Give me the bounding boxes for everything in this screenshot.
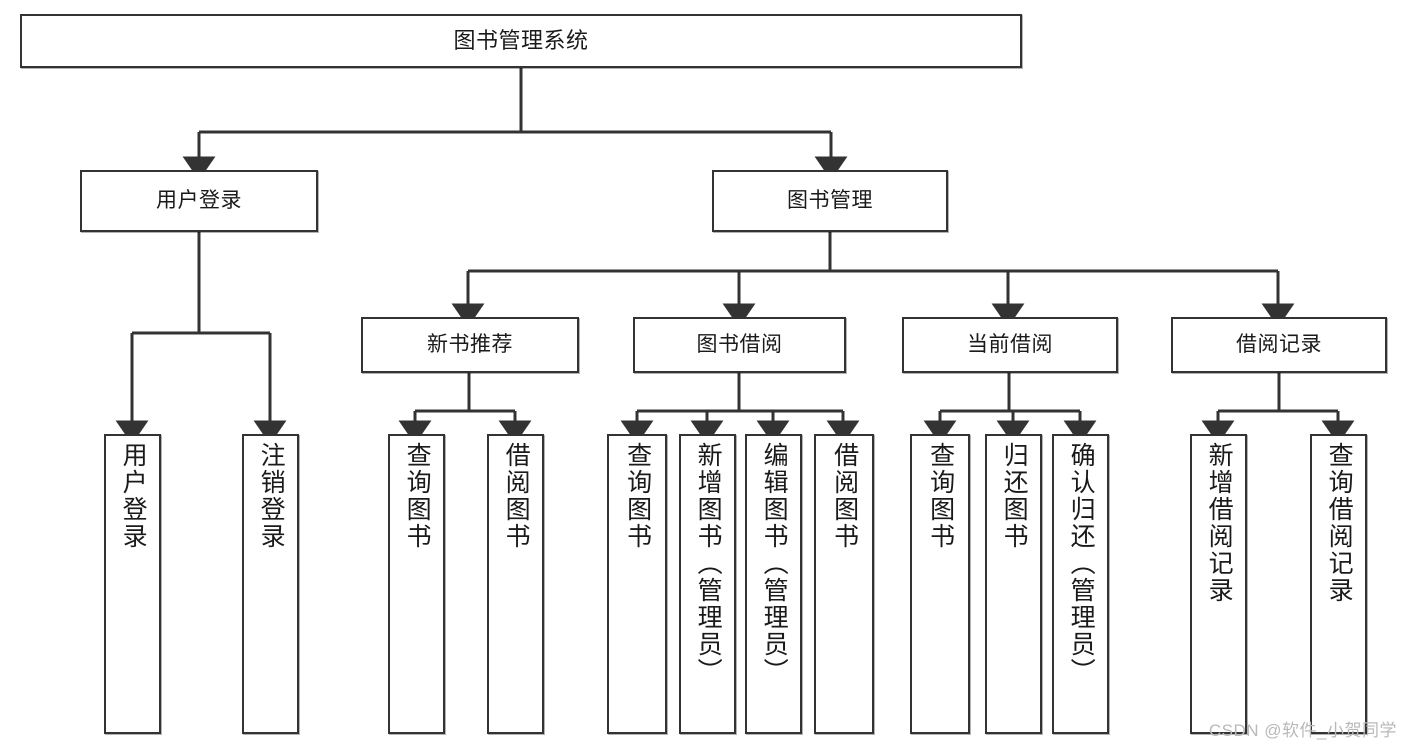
node-leaf-query-book-1[interactable]: 查询图书 [388, 434, 445, 734]
node-book-borrow[interactable]: 图书借阅 [633, 317, 846, 373]
node-leaf-edit-book-label: 编辑图书（管理员） [760, 442, 789, 685]
node-user-login-label: 用户登录 [156, 188, 242, 212]
node-borrow-record[interactable]: 借阅记录 [1171, 317, 1387, 373]
node-leaf-query-book-1-label: 查询图书 [403, 442, 432, 550]
node-leaf-borrow-book-2[interactable]: 借阅图书 [814, 434, 874, 734]
node-leaf-add-book-label: 新增图书（管理员） [694, 442, 723, 685]
node-new-book-rec-label: 新书推荐 [427, 332, 513, 356]
node-leaf-logout-label: 注销登录 [257, 442, 286, 550]
node-new-book-rec[interactable]: 新书推荐 [361, 317, 579, 373]
node-leaf-borrow-book-2-label: 借阅图书 [830, 442, 859, 550]
node-borrow-record-label: 借阅记录 [1236, 332, 1322, 356]
node-book-borrow-label: 图书借阅 [696, 332, 783, 356]
node-current-borrow-label: 当前借阅 [967, 332, 1053, 356]
node-leaf-user-login[interactable]: 用户登录 [104, 434, 161, 734]
node-leaf-query-book-2-label: 查询图书 [623, 442, 652, 550]
node-leaf-user-login-label: 用户登录 [119, 442, 148, 550]
node-leaf-query-book-3-label: 查询图书 [926, 442, 955, 550]
node-root-label: 图书管理系统 [453, 28, 589, 54]
node-leaf-return-book[interactable]: 归还图书 [985, 434, 1042, 734]
node-leaf-query-book-2[interactable]: 查询图书 [607, 434, 667, 734]
node-leaf-borrow-book-1[interactable]: 借阅图书 [487, 434, 544, 734]
node-leaf-add-book[interactable]: 新增图书（管理员） [679, 434, 736, 734]
node-leaf-query-record-label: 查询借阅记录 [1325, 442, 1354, 604]
node-book-manage[interactable]: 图书管理 [712, 170, 948, 232]
node-leaf-edit-book[interactable]: 编辑图书（管理员） [745, 434, 802, 734]
node-current-borrow[interactable]: 当前借阅 [902, 317, 1118, 373]
node-leaf-add-record-label: 新增借阅记录 [1205, 442, 1234, 604]
node-leaf-logout[interactable]: 注销登录 [242, 434, 299, 734]
node-leaf-confirm-return-label: 确认归还（管理员） [1067, 442, 1096, 685]
node-leaf-query-record[interactable]: 查询借阅记录 [1310, 434, 1367, 734]
node-book-manage-label: 图书管理 [787, 188, 873, 212]
node-leaf-confirm-return[interactable]: 确认归还（管理员） [1052, 434, 1109, 734]
node-leaf-return-book-label: 归还图书 [1000, 442, 1029, 550]
node-leaf-add-record[interactable]: 新增借阅记录 [1190, 434, 1247, 734]
node-leaf-borrow-book-1-label: 借阅图书 [502, 442, 531, 550]
csdn-watermark: CSDN @软件_小贺同学 [1208, 721, 1397, 740]
node-user-login[interactable]: 用户登录 [80, 170, 318, 232]
node-leaf-query-book-3[interactable]: 查询图书 [910, 434, 970, 734]
node-root[interactable]: 图书管理系统 [20, 14, 1022, 68]
